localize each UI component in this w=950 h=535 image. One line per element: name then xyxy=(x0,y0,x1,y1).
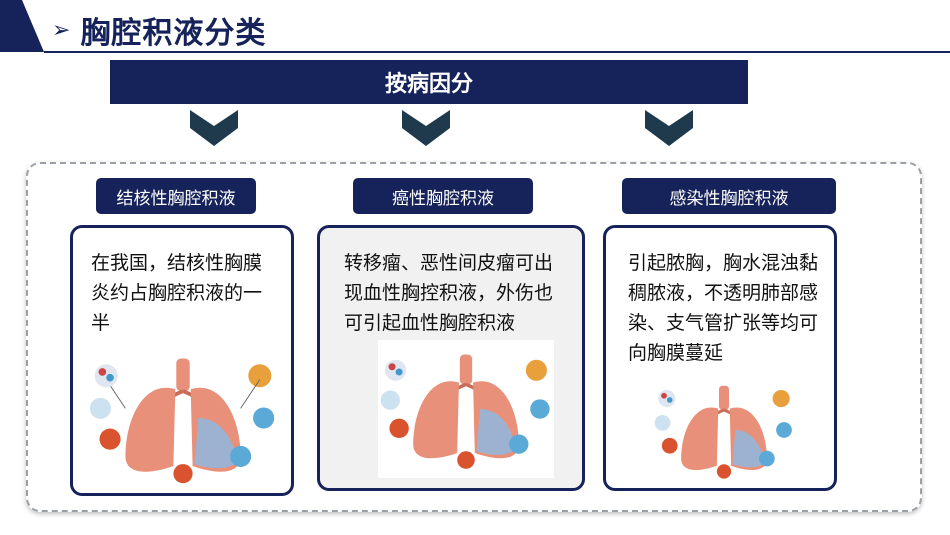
lung-illustration xyxy=(87,350,279,486)
card-tuberculous: 在我国，结核性胸膜炎约占胸腔积液的一半 xyxy=(70,225,294,496)
lung-icon xyxy=(89,358,275,484)
page-title: 胸腔积液分类 xyxy=(80,16,267,51)
header: ➢ 胸腔积液分类 xyxy=(52,8,266,52)
category-banner: 按病因分 xyxy=(110,60,748,104)
classification-frame xyxy=(26,162,922,512)
chevron-down-icon xyxy=(190,110,238,146)
label-cancerous: 癌性胸腔积液 xyxy=(353,178,533,214)
lung-icon xyxy=(654,385,792,479)
card-text: 引起脓胸，胸水混浊黏稠脓液，不透明肺部感染、支气管扩张等均可向胸膜蔓延 xyxy=(628,252,819,364)
header-corner-shape xyxy=(0,0,44,52)
lung-illustration xyxy=(640,380,808,480)
card-text: 转移瘤、恶性间皮瘤可出现血性胸控积液，外伤也可引起血性胸腔积液 xyxy=(344,252,554,334)
chevron-down-icon xyxy=(645,110,693,146)
arrow-right-icon: ➢ xyxy=(52,17,71,43)
chevron-down-icon xyxy=(402,110,450,146)
title-underline xyxy=(44,51,950,53)
card-cancerous: 转移瘤、恶性间皮瘤可出现血性胸控积液，外伤也可引起血性胸腔积液 xyxy=(317,225,585,491)
label-infectious: 感染性胸腔积液 xyxy=(622,178,836,214)
card-text: 在我国，结核性胸膜炎约占胸腔积液的一半 xyxy=(91,252,263,334)
lung-icon xyxy=(380,354,550,469)
card-infectious: 引起脓胸，胸水混浊黏稠脓液，不透明肺部感染、支气管扩张等均可向胸膜蔓延 xyxy=(603,225,837,491)
lung-illustration xyxy=(378,340,554,478)
label-tuberculous: 结核性胸腔积液 xyxy=(96,178,256,214)
